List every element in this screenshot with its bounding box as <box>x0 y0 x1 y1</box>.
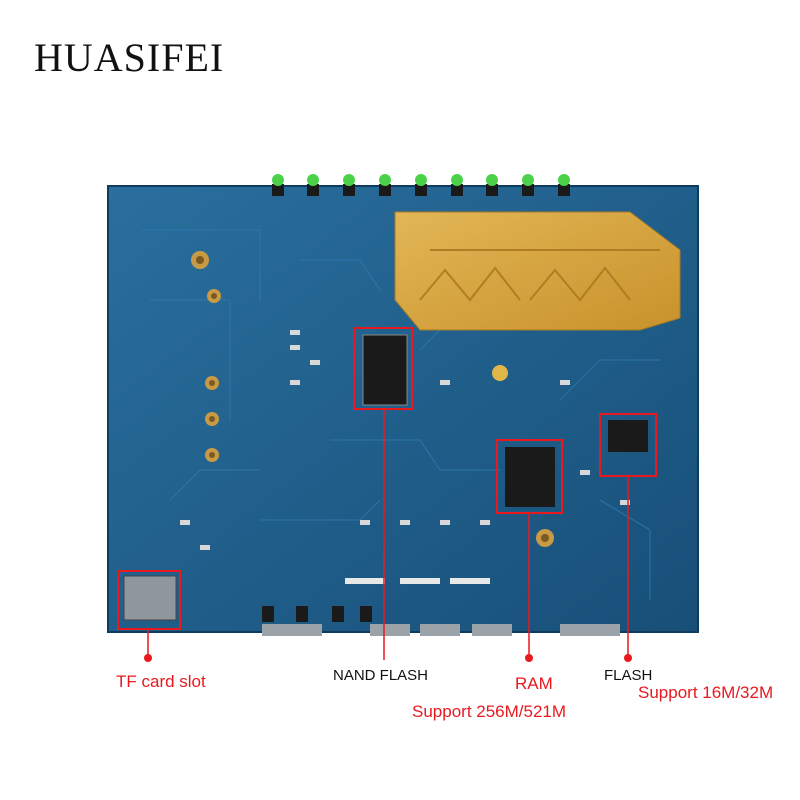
mounting-hole-icon <box>191 251 209 269</box>
green-led-icon <box>343 174 355 196</box>
brand-logo: HUASIFEI <box>34 35 225 80</box>
led-row <box>272 174 570 196</box>
flash-support-label: Support 16M/32M <box>638 683 774 702</box>
mounting-hole-icon <box>205 376 219 390</box>
green-led-icon <box>272 174 284 196</box>
flash-chip <box>608 420 648 452</box>
green-led-icon <box>415 174 427 196</box>
green-led-icon <box>522 174 534 196</box>
mounting-hole-icon <box>207 289 221 303</box>
tf-card-slot <box>123 575 177 621</box>
mounting-hole-icon <box>205 448 219 462</box>
ram-label: RAM <box>515 674 553 693</box>
green-led-icon <box>486 174 498 196</box>
green-led-icon <box>451 174 463 196</box>
ram-chip <box>505 447 555 507</box>
copper-heat-area <box>394 211 681 331</box>
green-led-icon <box>558 174 570 196</box>
mounting-hole-icon <box>536 529 554 547</box>
nand-flash-chip <box>362 334 408 406</box>
green-led-icon <box>379 174 391 196</box>
flash-label: FLASH <box>604 667 653 684</box>
mounting-hole-icon <box>205 412 219 426</box>
mounting-hole-icon <box>492 365 508 381</box>
green-led-icon <box>307 174 319 196</box>
nand-flash-label: NAND FLASH <box>333 667 429 684</box>
tf-card-label: TF card slot <box>116 672 206 691</box>
ram-support-label: Support 256M/521M <box>412 702 567 721</box>
